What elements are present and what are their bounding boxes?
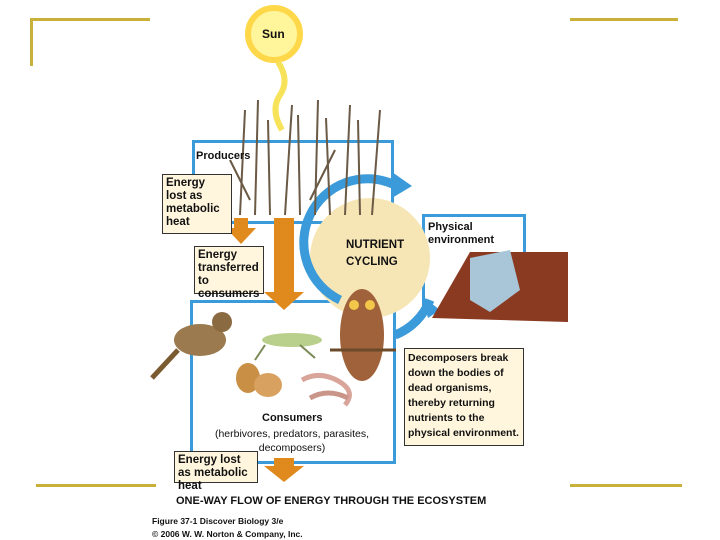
energy-transferred-label: Energy transferred to consumers (194, 246, 264, 300)
deco-top-left-v (30, 18, 33, 66)
decomposers-label: Decomposers break down the bodies of dea… (404, 348, 524, 446)
deco-top-right-h (570, 18, 678, 21)
consumers-label: Consumers (262, 412, 323, 424)
nutrient-cycle-disc (310, 198, 430, 318)
deco-bottom-left-h (36, 484, 156, 487)
heat-arrow-top-bar (234, 218, 248, 230)
caption-line1: Figure 37-1 Discover Biology 3/e (152, 516, 284, 526)
energy-lost-top-label: Energy lost as metabolic heat (162, 174, 232, 234)
sunlight-ray (272, 60, 288, 132)
deco-top-left-h (30, 18, 150, 21)
grasshopper-icon (262, 333, 322, 347)
river-icon (470, 250, 520, 312)
heat-arrow-top-head (226, 228, 256, 244)
energy-flow-arrowhead-bottom (264, 466, 304, 482)
physical-environment-label: Physical environment (428, 221, 495, 246)
owl-icon (340, 289, 384, 381)
flow-title: ONE-WAY FLOW OF ENERGY THROUGH THE ECOSY… (176, 495, 487, 507)
energy-lost-bottom-label: Energy lost as metabolic heat (174, 451, 258, 492)
energy-flow-bar-top (274, 218, 294, 296)
caption-line2: © 2006 W. W. Norton & Company, Inc. (152, 529, 303, 539)
grass-icon (229, 99, 381, 216)
energy-flow-bar-bottom (274, 458, 294, 468)
deco-bottom-right-h (570, 484, 682, 487)
worm-icon (300, 373, 352, 407)
seed-icon (236, 363, 260, 393)
sun-label: Sun (262, 27, 285, 41)
sun-icon (245, 5, 303, 63)
cycle-arrowhead-top (392, 172, 412, 198)
nutrient-cycling-label: NUTRIENT CYCLING (346, 239, 405, 268)
cycle-arrow-left (299, 174, 397, 305)
energy-flow-arrowhead-top (264, 292, 304, 310)
bird-icon (174, 324, 226, 356)
producers-label: Producers (196, 150, 251, 162)
consumers-detail: (herbivores, predators, parasites, decom… (214, 428, 370, 454)
